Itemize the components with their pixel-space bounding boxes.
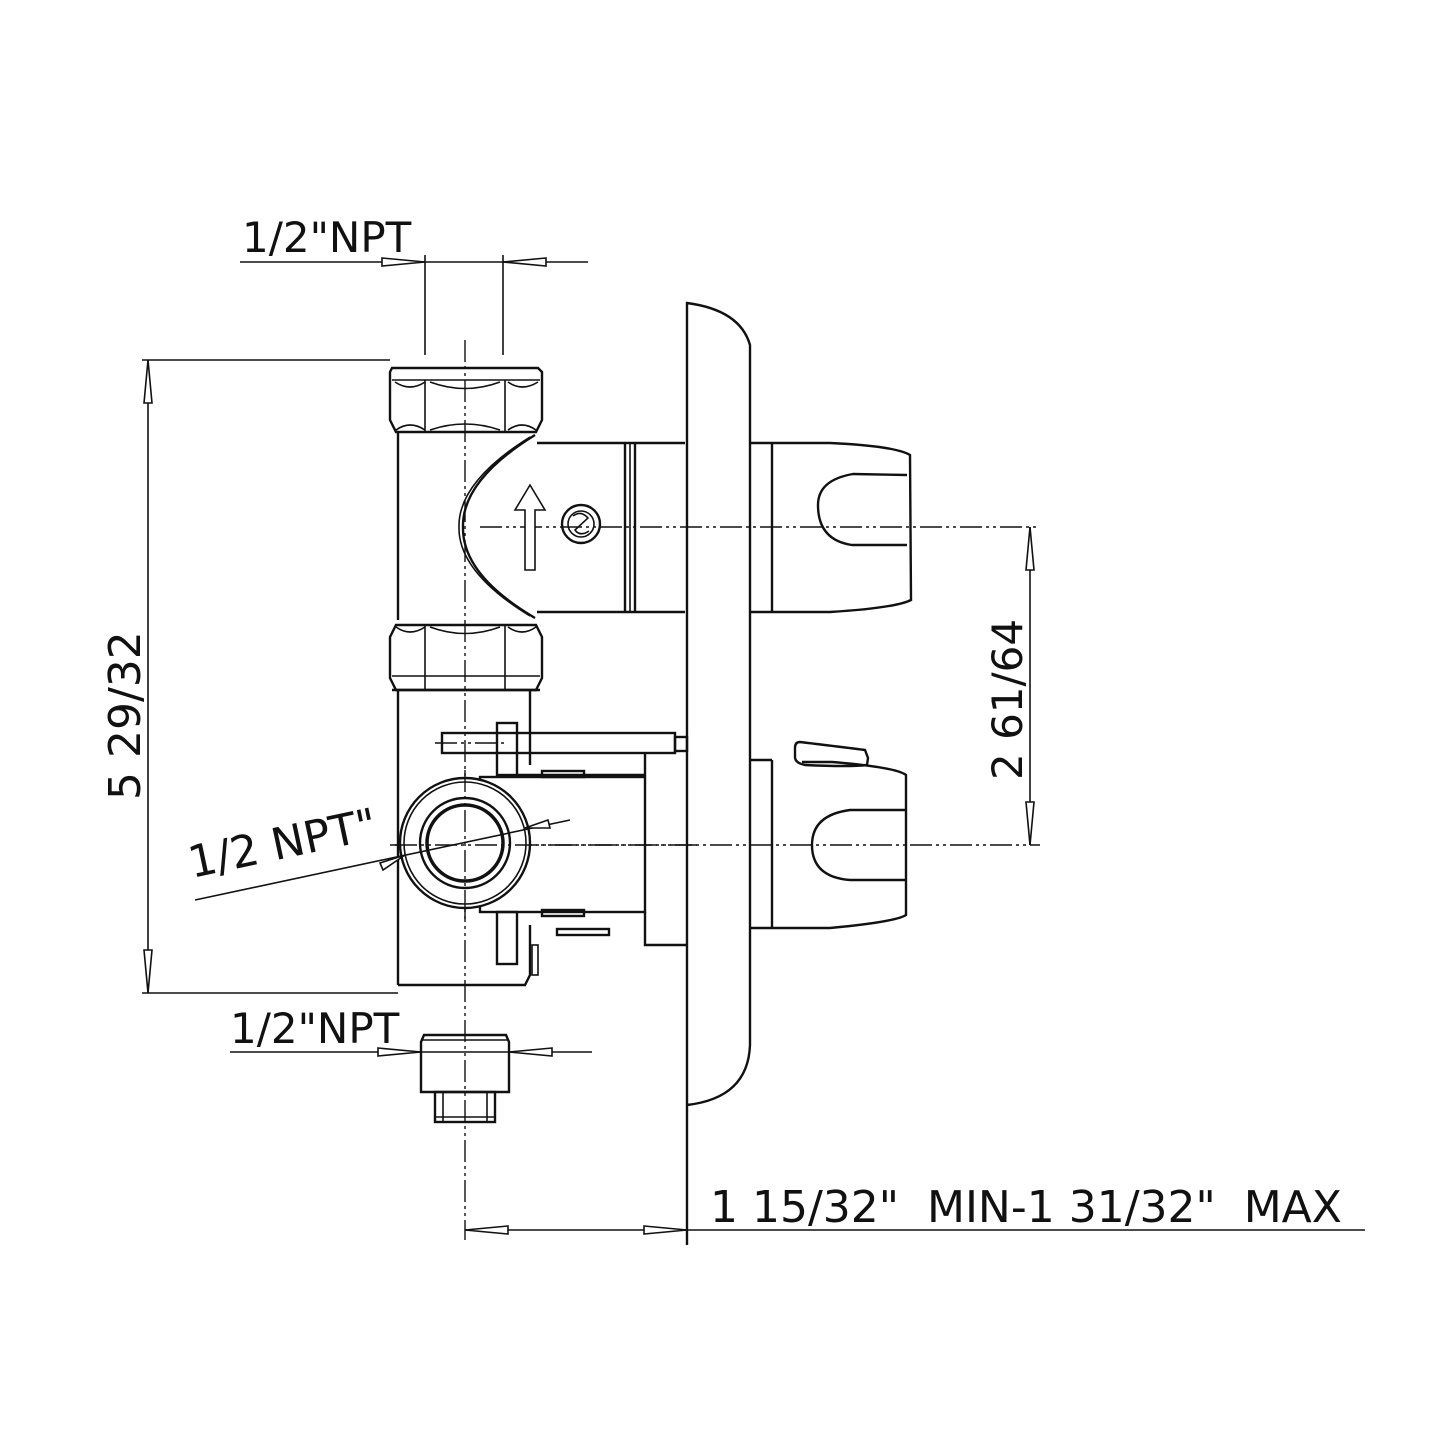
cover-plate xyxy=(685,301,752,1245)
arrow-up-icon xyxy=(513,483,547,571)
bottom-fitting xyxy=(419,1033,511,1124)
upper-handle xyxy=(750,441,913,614)
valve-body xyxy=(388,366,685,987)
dim-bottom-outlet: 1/2"NPT xyxy=(230,1004,592,1057)
dim-handle-spacing: 2 61/64 xyxy=(983,526,1035,846)
dim-label-wall-depth: 1 15/32" MIN-1 31/32" MAX xyxy=(710,1182,1342,1233)
dim-label-handle-spacing: 2 61/64 xyxy=(983,619,1032,780)
dim-label-overall-height: 5 29/32 xyxy=(100,631,151,800)
lower-handle xyxy=(750,740,908,930)
dim-label-bottom-outlet: 1/2"NPT xyxy=(230,1004,400,1053)
dim-label-top-inlet: 1/2"NPT xyxy=(242,213,412,262)
dim-overall-height: 5 29/32 xyxy=(100,359,398,994)
dim-wall-depth: 1 15/32" MIN-1 31/32" MAX xyxy=(464,1182,1365,1235)
diverter-block xyxy=(395,721,700,976)
logo-mark-icon xyxy=(560,503,602,545)
dim-label-side-inlet: 1/2 NPT" xyxy=(184,799,382,889)
dim-top-inlet: 1/2"NPT xyxy=(240,213,588,355)
